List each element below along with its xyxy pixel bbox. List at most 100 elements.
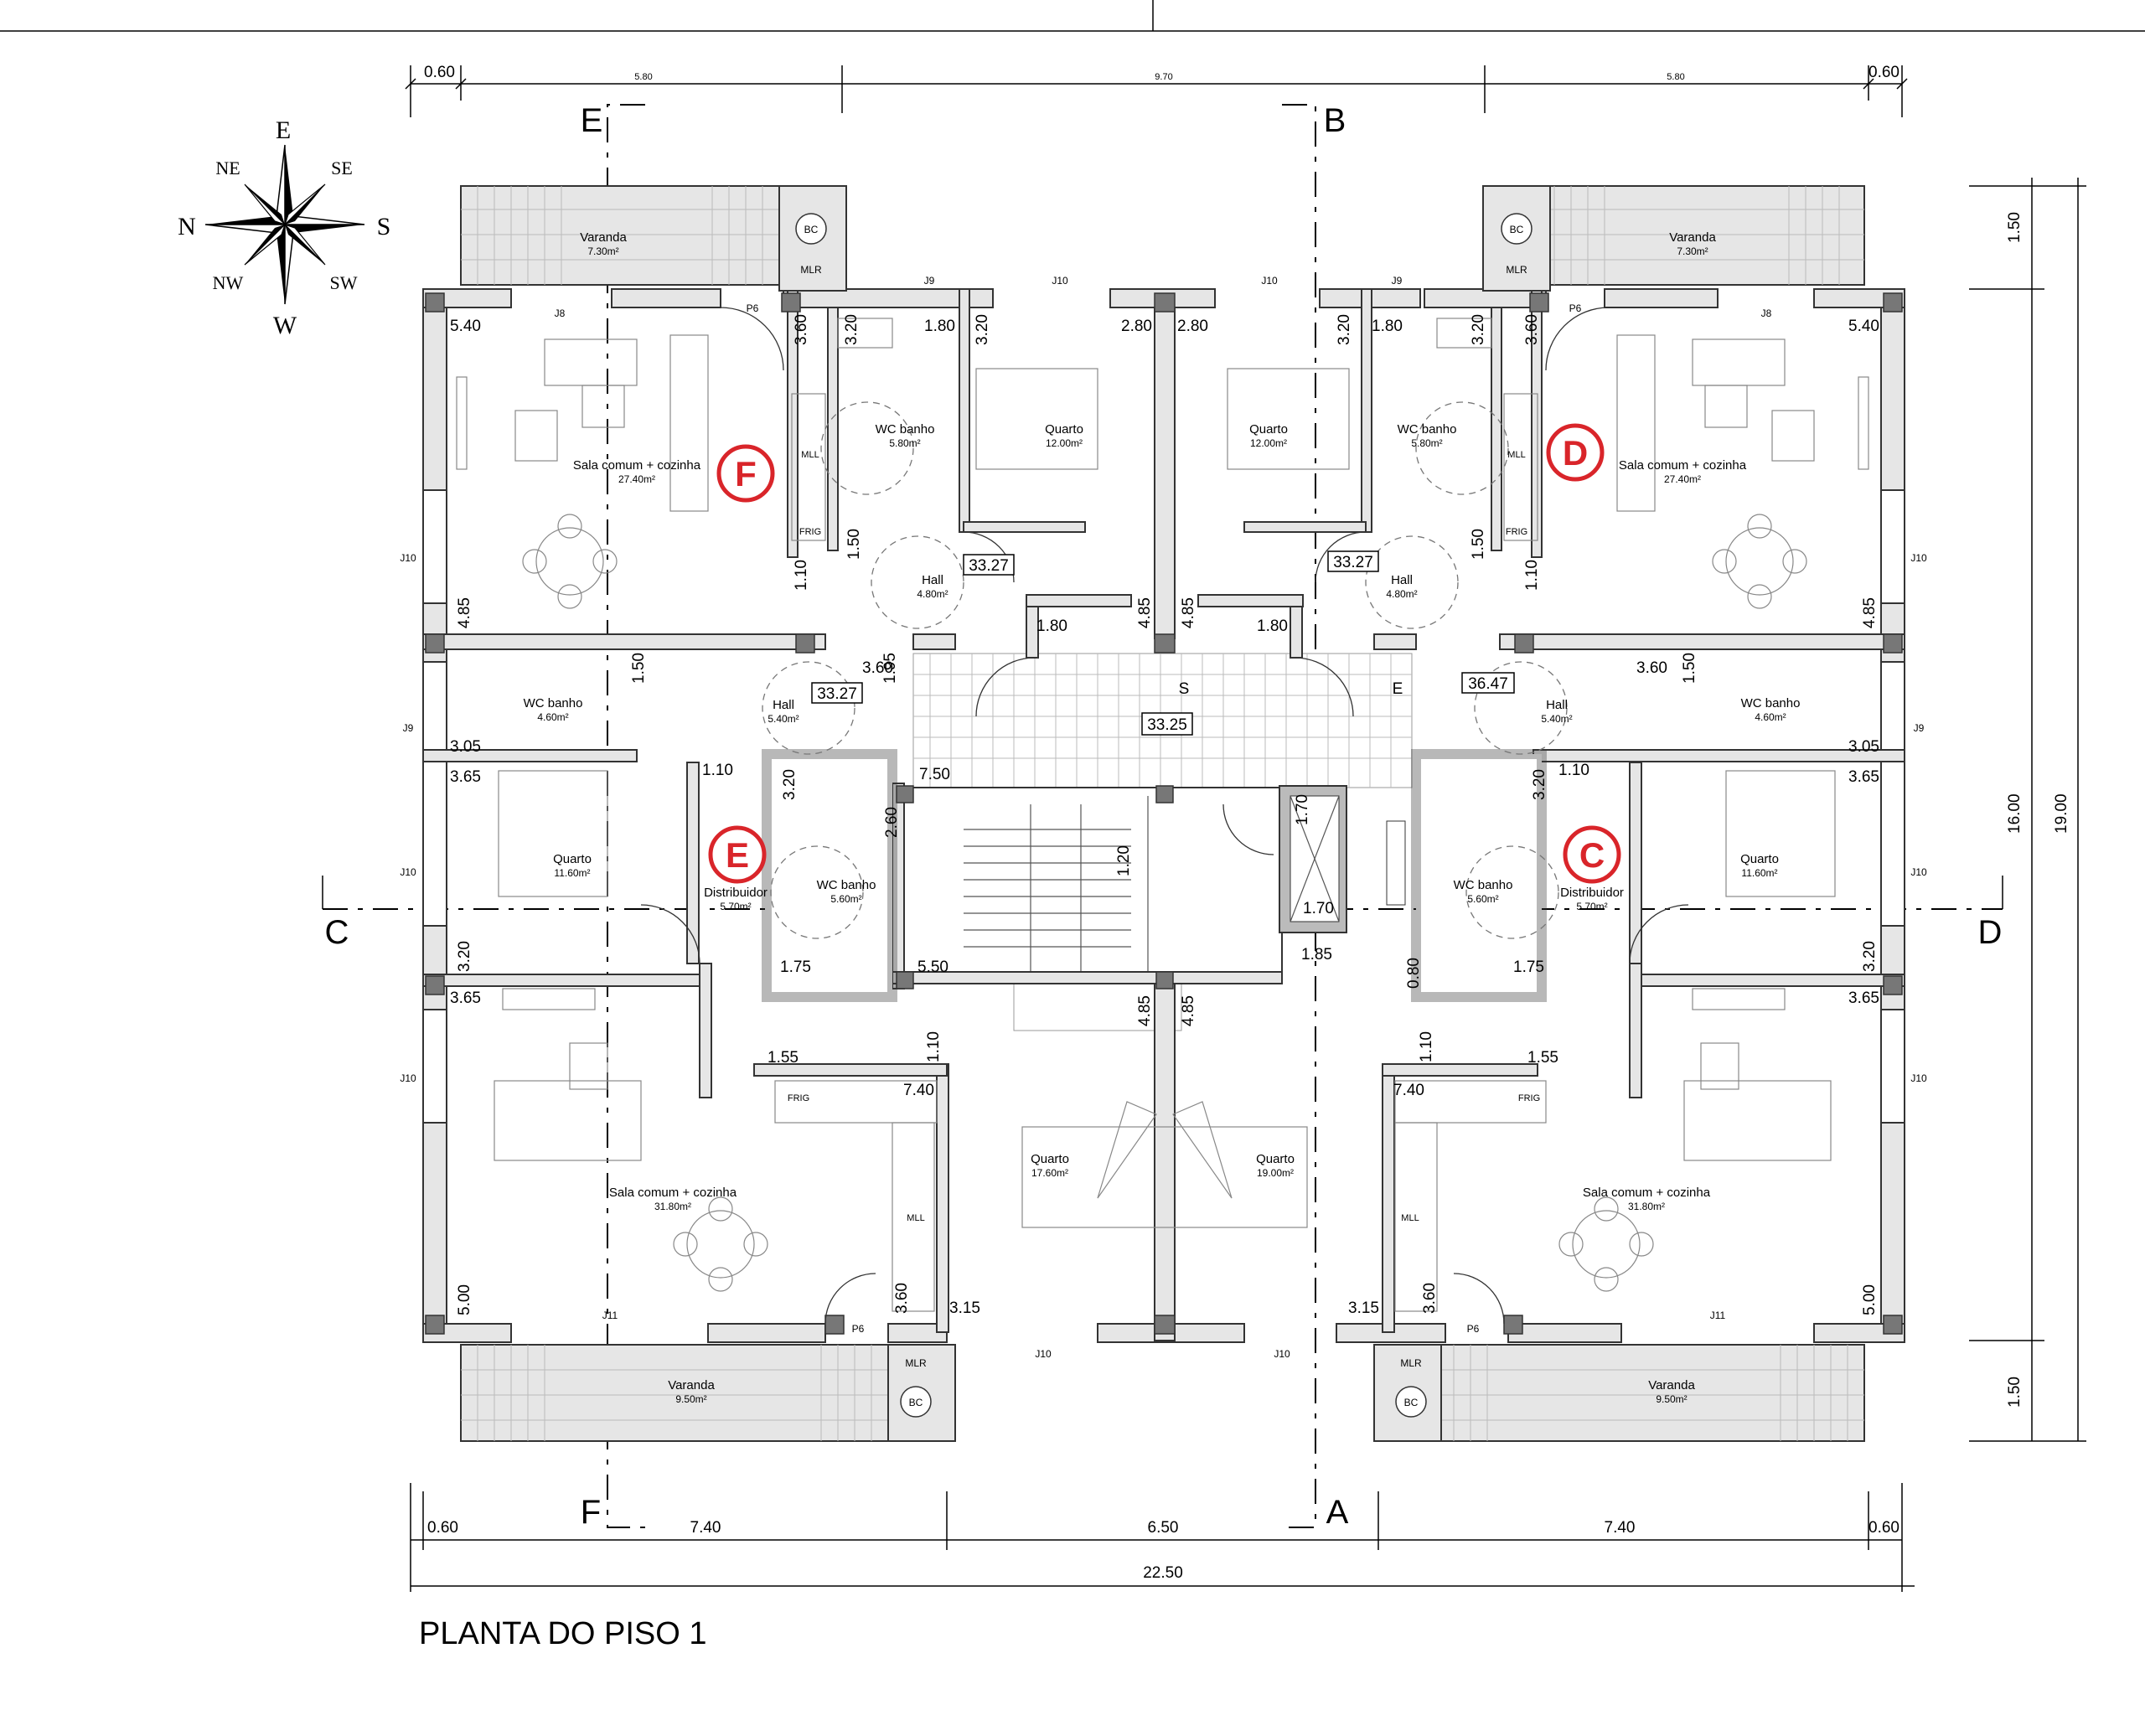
quarto-c2-name: Quarto (1256, 1152, 1295, 1166)
dim-4-85-f: 4.85 (1180, 995, 1197, 1026)
hall-f-area: 4.80m² (917, 588, 948, 600)
mlr-top-right: MLR (1506, 264, 1527, 276)
dim-5-00-a: 5.00 (456, 1284, 473, 1315)
stair-mark-e: E (1393, 680, 1403, 698)
dim-1-10-b: 1.10 (1523, 560, 1541, 591)
dim-3-20-h: 3.20 (1861, 941, 1879, 972)
furniture (456, 318, 1869, 1312)
bc-bottom-left: BC (909, 1397, 923, 1408)
hall-d-level: 33.27 (1333, 554, 1373, 571)
window-j10-top-right: J10 (1261, 275, 1278, 287)
sala-f-area: 27.40m² (618, 473, 655, 485)
drawing-title: PLANTA DO PISO 1 (419, 1616, 707, 1651)
compass-rose: E W N S NE SE NW SW (178, 116, 390, 339)
compass-label-se: SE (331, 158, 353, 178)
quarto-d-area: 12.00m² (1250, 437, 1287, 449)
dim-3-60-hall-e: 3.60 (862, 659, 893, 677)
top-dim-left-margin: 0.60 (424, 64, 455, 81)
varanda-bl-area: 9.50m² (675, 1393, 706, 1405)
window-j11-right: J11 (1710, 1310, 1726, 1321)
dim-1-70-b: 1.70 (1303, 900, 1334, 917)
dim-2-60: 2.60 (883, 807, 901, 838)
dim-1-10-a: 1.10 (793, 560, 810, 591)
hall-c-area: 5.40m² (1541, 713, 1572, 725)
dim-1-80-d: 1.80 (1257, 617, 1288, 635)
dim-1-10-e: 1.10 (925, 1031, 943, 1062)
compass-label-s: S (377, 213, 391, 240)
frig-top-left: FRIG (799, 527, 821, 537)
balcony-top-right: Varanda 7.30m² (1537, 185, 1865, 286)
svg-text:F: F (735, 454, 757, 493)
hall-e-level: 33.27 (817, 685, 857, 703)
mll-top-left: MLL (801, 450, 819, 460)
dim-1-55-b: 1.55 (1527, 1049, 1558, 1067)
doors-and-halls (640, 307, 1689, 1325)
dim-3-15-a: 3.15 (949, 1299, 980, 1317)
varanda-bl-name: Varanda (668, 1378, 715, 1392)
opening-codes: J8 J8 P6 P6 J9 J9 J10 J10 J10 J10 J9 J9 … (400, 275, 1927, 1360)
window-j8-right: J8 (1761, 307, 1772, 319)
wc-c-mid-area: 5.60m² (1467, 893, 1498, 905)
compass-label-n: N (178, 213, 196, 240)
distrib-c-name: Distribuidor (1560, 886, 1624, 900)
balcony-top-left: Varanda 7.30m² (460, 185, 788, 286)
top-dim-right-margin: 0.60 (1868, 64, 1899, 81)
dim-1-10-c: 1.10 (702, 762, 733, 779)
sala-e-area: 31.80m² (654, 1201, 691, 1212)
mlr-bottom-left: MLR (905, 1357, 927, 1369)
wc-e-mid-area: 5.60m² (830, 893, 861, 905)
sala-c-name: Sala comum + cozinha (1583, 1186, 1711, 1200)
bottom-dimension-chain: 0.60 7.40 6.50 7.40 0.60 22.50 (410, 1483, 1915, 1592)
dim-3-05-right: 3.05 (1848, 738, 1879, 756)
wc-d-name: WC banho (1398, 422, 1457, 437)
dim-7-40-b: 7.40 (1393, 1082, 1424, 1099)
dim-3-65-c: 3.65 (450, 989, 481, 1007)
window-j10-right-3: J10 (1910, 1072, 1927, 1084)
equipment-labels: BC MLR BC MLR BC MLR BC MLR MLL MLL FRIG… (788, 213, 1540, 1418)
window-j9-top-left: J9 (924, 275, 935, 287)
right-dim-top-balcony: 1.50 (2006, 212, 2024, 243)
quarto-e2-name: Quarto (1031, 1152, 1069, 1166)
dim-3-60-bl: 3.60 (893, 1283, 911, 1314)
dim-5-00-b: 5.00 (1861, 1284, 1879, 1315)
dim-1-75-b: 1.75 (1513, 958, 1544, 976)
window-j9-top-right: J9 (1392, 275, 1403, 287)
wc-c-top-name: WC banho (1741, 696, 1801, 710)
quarto-c-area: 11.60m² (1741, 867, 1777, 879)
distrib-e-name: Distribuidor (704, 886, 768, 900)
frig-bottom-right: FRIG (1518, 1093, 1540, 1103)
hall-f-level: 33.27 (969, 557, 1009, 575)
mll-top-right: MLL (1507, 450, 1525, 460)
window-j10-right-1: J10 (1910, 552, 1927, 564)
dim-3-65-a: 3.65 (450, 768, 481, 786)
bottom-dim-total: 22.50 (1143, 1564, 1183, 1582)
dim-3-20-b: 3.20 (974, 314, 991, 345)
window-j10-left-2: J10 (400, 866, 416, 878)
bc-top-right: BC (1510, 224, 1524, 235)
right-dim-bottom-balcony: 1.50 (2006, 1377, 2024, 1408)
sala-d-area: 27.40m² (1664, 473, 1701, 485)
dim-4-85-a: 4.85 (456, 597, 473, 628)
dim-0-80: 0.80 (1405, 958, 1423, 989)
top-dim-center-width: 9.70 (1155, 72, 1172, 82)
bottom-dim-left: 7.40 (690, 1519, 721, 1537)
badge-f: F (716, 444, 775, 503)
dim-4-85-e: 4.85 (1136, 995, 1154, 1026)
door-p6-top-left: P6 (747, 302, 759, 314)
badge-e: E (708, 825, 767, 884)
wc-e-mid-name: WC banho (817, 878, 876, 892)
window-j10-left-1: J10 (400, 552, 416, 564)
distrib-e-area: 5.70m² (720, 901, 751, 912)
balcony-bottom-left: Varanda 9.50m² (460, 1344, 889, 1442)
elevator-shaft (1279, 785, 1406, 933)
right-dim-total: 19.00 (2053, 793, 2070, 834)
bottom-dim-left-margin: 0.60 (427, 1519, 458, 1537)
wc-f-area: 5.80m² (889, 437, 920, 449)
compass-label-sw: SW (330, 272, 358, 293)
mlr-top-left: MLR (800, 264, 822, 276)
wc-d-area: 5.80m² (1411, 437, 1442, 449)
wc-f-name: WC banho (876, 422, 935, 437)
top-dimension-chain: 0.60 5.80 9.70 5.80 0.60 (405, 64, 1908, 117)
distrib-c-area: 5.70m² (1576, 901, 1607, 912)
wc-c-mid-name: WC banho (1454, 878, 1513, 892)
